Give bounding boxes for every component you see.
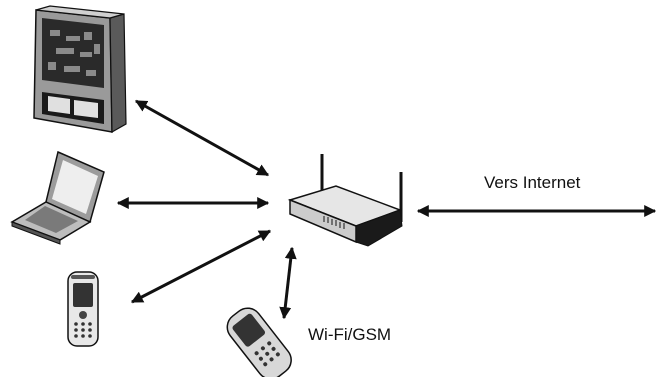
connection-arrows — [116, 99, 657, 320]
router-icon — [287, 154, 403, 247]
laptop-icon — [10, 150, 105, 245]
tv-router-arrow — [134, 99, 270, 177]
smartphone-router-arrow — [279, 246, 297, 320]
phone-router-arrow — [130, 229, 272, 304]
phone-icon — [67, 271, 99, 347]
internet-label: Vers Internet — [484, 173, 581, 192]
wireless-label: Wi-Fi/GSM — [308, 325, 392, 344]
tv-icon — [33, 5, 127, 134]
smartphone-icon — [226, 307, 292, 377]
